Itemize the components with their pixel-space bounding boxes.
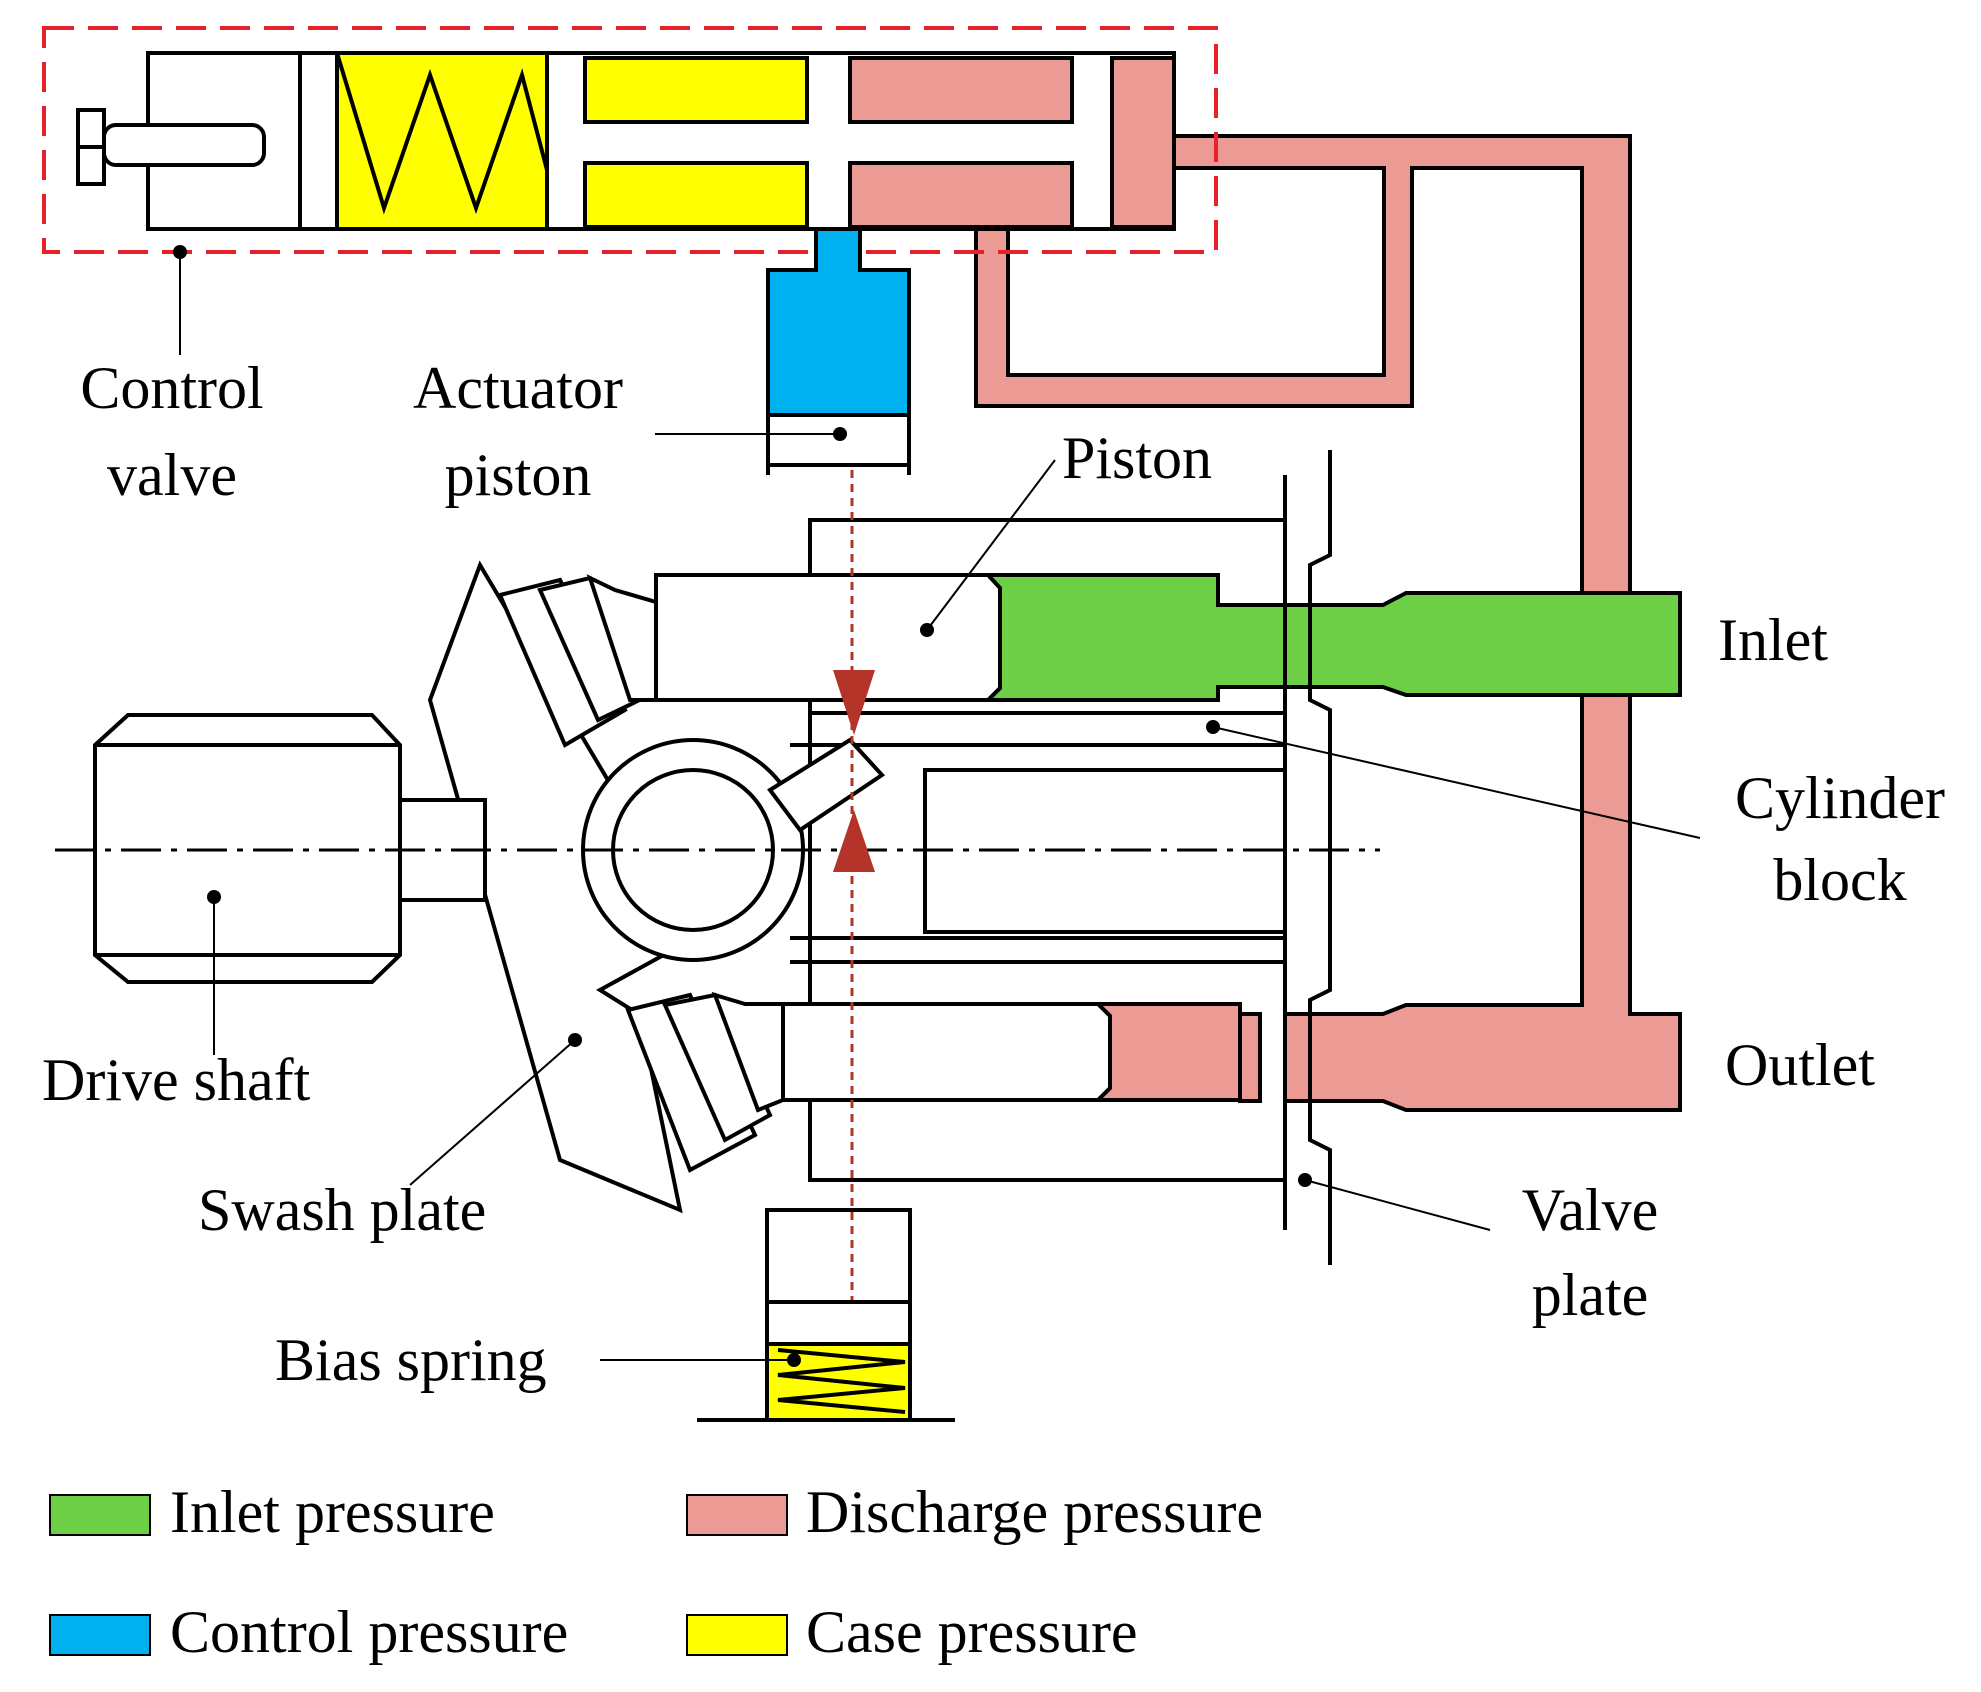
upper-piston bbox=[654, 573, 1002, 702]
control-valve-spring-chamber bbox=[335, 51, 549, 231]
bias-cylinder bbox=[765, 1208, 912, 1304]
label-swash-plate: Swash plate bbox=[198, 1177, 486, 1243]
trunnion-arm bbox=[767, 737, 886, 833]
label-actuator-piston-2: piston bbox=[445, 442, 592, 508]
control-valve-dot bbox=[173, 245, 187, 259]
valve-plate bbox=[1283, 450, 1332, 1265]
label-cylinder-block-1: Cylinder bbox=[1735, 765, 1945, 831]
legend-label-control: Control pressure bbox=[170, 1599, 568, 1665]
marker-upper bbox=[833, 670, 875, 735]
label-control-valve-1: Control bbox=[80, 355, 263, 421]
label-valve-plate-1: Valve bbox=[1522, 1177, 1659, 1243]
label-bias-spring: Bias spring bbox=[275, 1327, 547, 1393]
lower-piston bbox=[781, 1002, 1112, 1102]
actuator-piston bbox=[766, 227, 911, 475]
label-cylinder-block-2: block bbox=[1773, 847, 1906, 913]
label-drive-shaft: Drive shaft bbox=[42, 1047, 311, 1113]
control-valve bbox=[42, 26, 1218, 254]
control-valve-boundary bbox=[42, 26, 1218, 254]
legend-swatch-discharge bbox=[686, 1494, 788, 1536]
label-outlet: Outlet bbox=[1725, 1032, 1875, 1098]
label-valve-plate-2: plate bbox=[1532, 1262, 1649, 1328]
label-inlet: Inlet bbox=[1718, 607, 1828, 673]
discharge-line bbox=[974, 134, 1682, 1112]
actuator-control-chamber bbox=[766, 227, 911, 417]
legend-label-inlet: Inlet pressure bbox=[170, 1479, 495, 1545]
label-control-valve-2: valve bbox=[107, 442, 237, 508]
legend-swatch-control bbox=[49, 1614, 151, 1656]
outlet-passage bbox=[1093, 1002, 1242, 1102]
bias-spring bbox=[777, 1348, 906, 1414]
bias-piston bbox=[765, 1300, 912, 1346]
legend-label-case: Case pressure bbox=[806, 1599, 1138, 1665]
legend-swatch-case bbox=[686, 1614, 788, 1656]
adjust-screw-shank bbox=[102, 123, 266, 167]
swash-plate bbox=[427, 560, 785, 1214]
spool-land-lower-red bbox=[848, 161, 1074, 229]
marker-lower bbox=[833, 810, 875, 872]
spool-land-lower-yellow bbox=[583, 161, 809, 229]
legend: Inlet pressure Discharge pressure Contro… bbox=[49, 1479, 1263, 1665]
inlet-passage bbox=[983, 573, 1682, 702]
legend-swatch-inlet bbox=[49, 1494, 151, 1536]
legend-label-discharge: Discharge pressure bbox=[806, 1479, 1263, 1545]
drive-shaft-body bbox=[93, 713, 402, 984]
trunnion bbox=[581, 737, 886, 962]
control-valve-end-chamber bbox=[1110, 56, 1176, 229]
control-valve-spring bbox=[335, 52, 549, 215]
spool-land-upper-red bbox=[848, 56, 1074, 124]
label-piston: Piston bbox=[1062, 425, 1212, 491]
label-actuator-piston-1: Actuator bbox=[413, 355, 623, 421]
bias-spring-assembly bbox=[697, 1208, 955, 1422]
spool-land-upper-yellow bbox=[583, 56, 809, 124]
